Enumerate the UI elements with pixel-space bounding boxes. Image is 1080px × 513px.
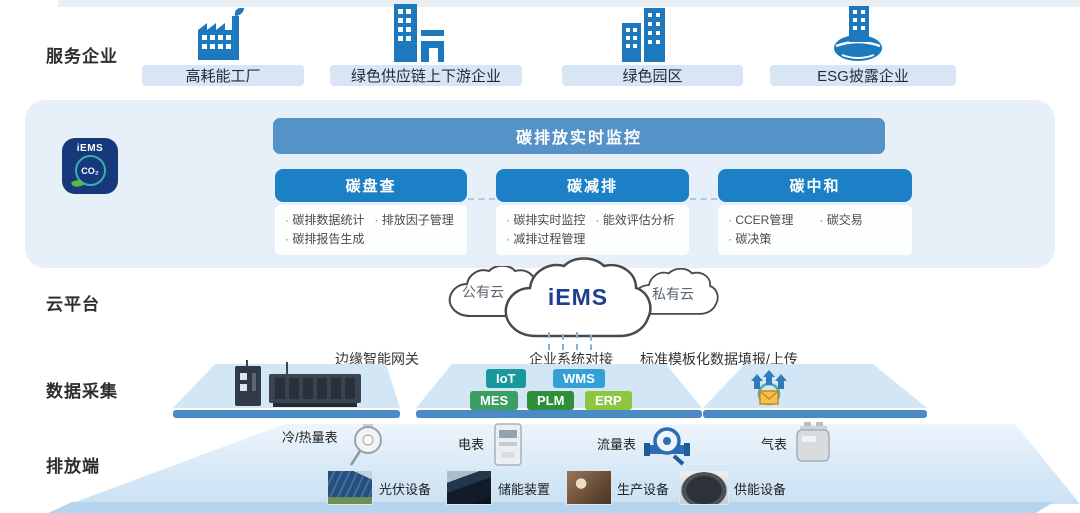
electric-meter-icon (492, 422, 524, 473)
tag-plm: PLM (527, 391, 575, 410)
cloud-link-dash (590, 335, 592, 350)
upload-trapezoid (703, 364, 927, 408)
feature-item: CCER管理 (728, 211, 793, 230)
co2-cycle-icon: CO₂ (70, 155, 106, 189)
row-label-cloud-platform: 云平台 (46, 295, 100, 314)
meter-label-heat: 冷/热量表 (282, 430, 338, 445)
cloud-link-dash (548, 332, 550, 350)
column-header-carbon-neutral: 碳中和 (718, 169, 912, 202)
realtime-monitor-bar: 碳排放实时监控 (273, 118, 885, 154)
dash-connector (468, 198, 495, 200)
row-label-emission-end: 排放端 (46, 457, 100, 476)
cloud-link-dash (576, 332, 578, 350)
supply-chain-buildings-icon (388, 4, 450, 67)
production-equipment-photo (566, 470, 612, 505)
meter-label-electric: 电表 (458, 437, 485, 452)
emission-floor-edge (48, 502, 1054, 513)
leaf-icon (70, 178, 84, 189)
upload-bar (703, 410, 927, 418)
esg-globe-building-icon (828, 6, 890, 67)
heat-meter-icon (346, 424, 386, 473)
flow-meter-icon (644, 426, 690, 471)
private-cloud-label: 私有云 (652, 286, 694, 302)
public-cloud-label: 公有云 (462, 284, 504, 300)
energy-supply-photo (679, 470, 729, 505)
feature-item: 能效评估分析 (595, 211, 675, 230)
gateway-bar (173, 410, 400, 418)
device-label-storage: 储能装置 (498, 482, 551, 497)
tag-wms: WMS (553, 369, 605, 388)
feature-item: 碳排报告生成 (285, 230, 364, 249)
iems-app-logo: iEMS CO₂ (62, 138, 118, 194)
service-pill-supply-chain: 绿色供应链上下游企业 (330, 65, 522, 86)
green-park-buildings-icon (614, 5, 678, 67)
service-pill-esg: ESG披露企业 (770, 65, 956, 86)
feature-item: 碳排实时监控 (506, 211, 585, 230)
factory-icon (190, 7, 254, 67)
meter-label-flow: 流量表 (597, 437, 637, 452)
row-label-service-enterprises: 服务企业 (46, 47, 118, 66)
iems-logo-text: iEMS (76, 143, 104, 154)
integration-bar (416, 410, 702, 418)
iems-cloud-icon (498, 256, 658, 353)
dash-connector (690, 198, 717, 200)
column-card-carbon-reduction: 碳排实时监控 能效评估分析 减排过程管理 (496, 205, 689, 255)
feature-item: 碳排数据统计 (285, 211, 364, 230)
tag-erp: ERP (585, 391, 632, 410)
service-pill-green-park: 绿色园区 (562, 65, 743, 86)
solar-pv-photo (327, 470, 373, 505)
device-label-pv: 光伏设备 (379, 482, 432, 497)
top-border-strip (58, 0, 1080, 7)
device-label-supply: 供能设备 (734, 482, 787, 497)
upload-section-label: 标准模板化数据填报/上传 (640, 351, 798, 367)
meter-label-gas: 气表 (761, 437, 788, 452)
row-label-data-collection: 数据采集 (46, 382, 118, 401)
energy-storage-photo (446, 470, 492, 505)
edge-gateway-device-icon (225, 360, 375, 413)
tag-iot: IoT (486, 369, 526, 388)
feature-item: 减排过程管理 (506, 230, 585, 249)
tag-mes: MES (470, 391, 519, 410)
feature-item: 碳决策 (728, 230, 771, 249)
column-header-carbon-reduction: 碳减排 (496, 169, 689, 202)
device-label-production: 生产设备 (617, 482, 670, 497)
integration-section-label: 企业系统对接 (529, 351, 613, 367)
feature-item: 碳交易 (819, 211, 863, 230)
service-pill-factory: 高耗能工厂 (142, 65, 304, 86)
iems-cloud-label: iEMS (547, 284, 609, 310)
column-card-carbon-neutral: CCER管理 碳交易 碳决策 (718, 205, 912, 255)
co2-label: CO₂ (81, 165, 99, 176)
column-card-carbon-inventory: 碳排数据统计 排放因子管理 碳排报告生成 (275, 205, 467, 255)
cloud-link-dash (562, 334, 564, 350)
feature-item: 排放因子管理 (374, 211, 454, 230)
data-upload-icon (746, 369, 792, 412)
gateway-section-label: 边缘智能网关 (335, 351, 419, 367)
gas-meter-icon (794, 420, 832, 469)
column-header-carbon-inventory: 碳盘查 (275, 169, 467, 202)
